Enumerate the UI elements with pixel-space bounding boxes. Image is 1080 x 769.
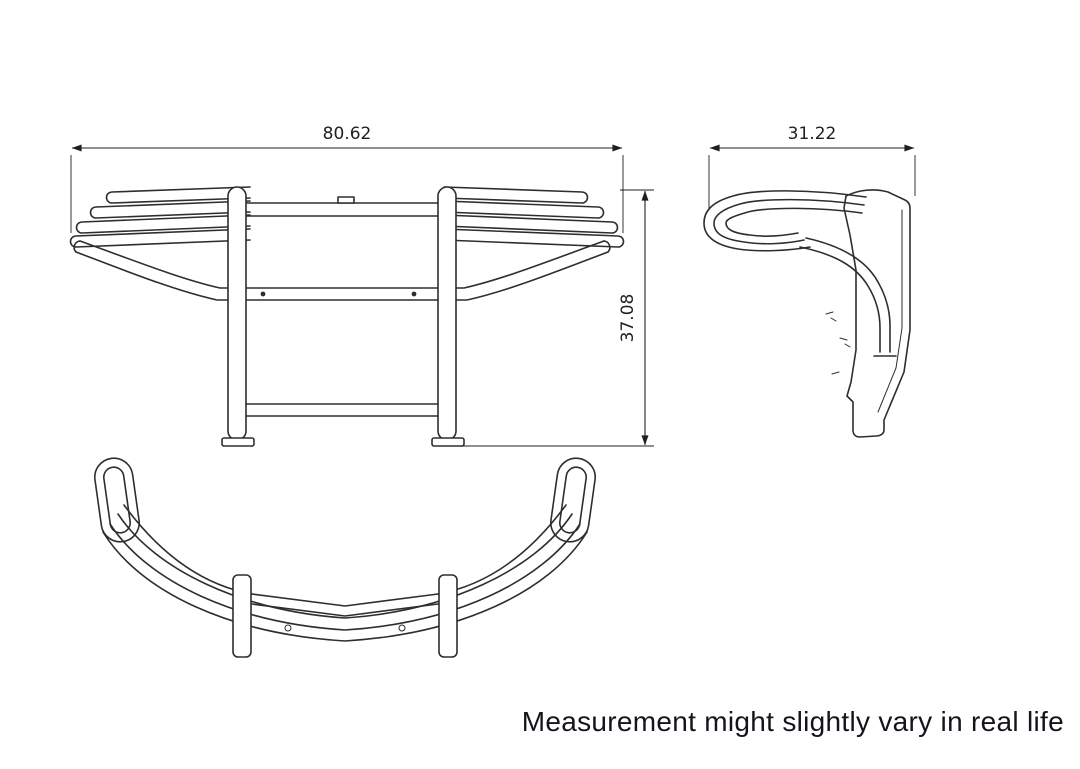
disclaimer-text: Measurement might slightly vary in real … [521, 706, 1064, 737]
front-lower-crossbar [245, 403, 439, 417]
front-right-wing [443, 186, 625, 248]
front-left-foot [221, 437, 255, 447]
dimension-height: 37.08 [462, 189, 654, 447]
side-view [703, 189, 911, 438]
top-right-post-section [438, 574, 458, 658]
top-left-post-section [232, 574, 252, 658]
front-right-post [437, 186, 457, 441]
depth-dimension-label: 31.22 [788, 124, 837, 144]
dimension-width: 80.62 [70, 124, 624, 233]
front-left-post [227, 186, 247, 441]
front-right-foot [431, 437, 465, 447]
side-detail-marks [825, 311, 851, 375]
top-view [93, 457, 597, 658]
top-bumper-curves [102, 504, 588, 642]
front-view [69, 186, 625, 447]
front-screw-right [411, 291, 417, 297]
front-sweep-tube [73, 240, 611, 301]
top-hole-right [398, 624, 406, 632]
front-left-wing [69, 186, 251, 248]
width-dimension-label: 80.62 [323, 124, 372, 144]
side-mounting-plate [843, 189, 911, 438]
front-screw-left [260, 291, 266, 297]
side-nose-tubes [703, 190, 867, 252]
height-dimension-label: 37.08 [618, 294, 638, 343]
side-plate-inner-edge [877, 209, 903, 413]
top-right-hoop [549, 457, 597, 543]
top-hole-left [284, 624, 292, 632]
front-header-clip [337, 196, 355, 204]
top-left-hoop [93, 457, 141, 543]
side-sweep-tube [799, 237, 897, 357]
dimension-depth: 31.22 [708, 124, 916, 208]
front-header-tube [239, 202, 445, 217]
